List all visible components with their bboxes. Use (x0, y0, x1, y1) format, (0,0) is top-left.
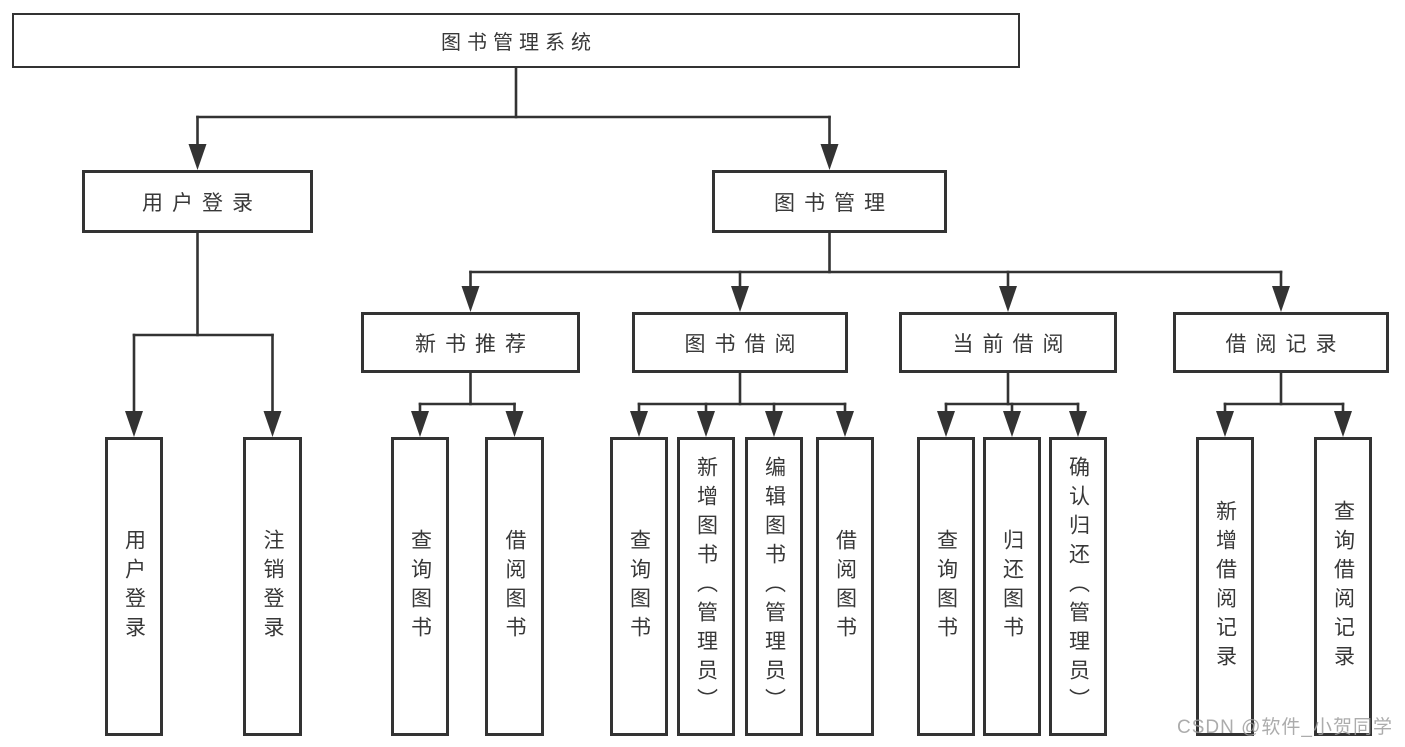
leaf-query-books-3: 查询图书 (917, 437, 975, 736)
connector-root-to-branches (188, 66, 839, 170)
connector-book-management-to-groups (461, 231, 1290, 312)
connector-new-book-recommend-to-leaves (411, 371, 524, 437)
group-new-book-recommend: 新书推荐 (361, 312, 580, 373)
branch-book-management: 图书管理 (712, 170, 947, 233)
leaf-confirm-return-admin: 确认归还（管理员） (1049, 437, 1107, 736)
group-borrow-records: 借阅记录 (1173, 312, 1389, 373)
leaf-logout: 注销登录 (243, 437, 302, 736)
leaf-query-books-2: 查询图书 (610, 437, 668, 736)
leaf-query-borrow-record: 查询借阅记录 (1314, 437, 1372, 736)
csdn-watermark: CSDN @软件_小贺同学 (1177, 717, 1393, 738)
connector-book-borrow-to-leaves (630, 371, 854, 437)
leaf-user-login: 用户登录 (105, 437, 163, 736)
leaf-add-borrow-record: 新增借阅记录 (1196, 437, 1254, 736)
connector-current-borrow-to-leaves (937, 371, 1087, 437)
group-book-borrow: 图书借阅 (632, 312, 848, 373)
leaf-borrow-books-2: 借阅图书 (816, 437, 874, 736)
leaf-edit-books-admin: 编辑图书（管理员） (745, 437, 803, 736)
connector-borrow-records-to-leaves (1216, 371, 1352, 437)
group-current-borrow: 当前借阅 (899, 312, 1117, 373)
root-node: 图书管理系统 (12, 13, 1020, 68)
branch-user-login: 用户登录 (82, 170, 313, 233)
leaf-add-books-admin: 新增图书（管理员） (677, 437, 735, 736)
leaf-borrow-books-1: 借阅图书 (485, 437, 544, 736)
leaf-return-books: 归还图书 (983, 437, 1041, 736)
leaf-query-books-1: 查询图书 (391, 437, 449, 736)
connector-user-login-to-leaves (125, 231, 282, 437)
